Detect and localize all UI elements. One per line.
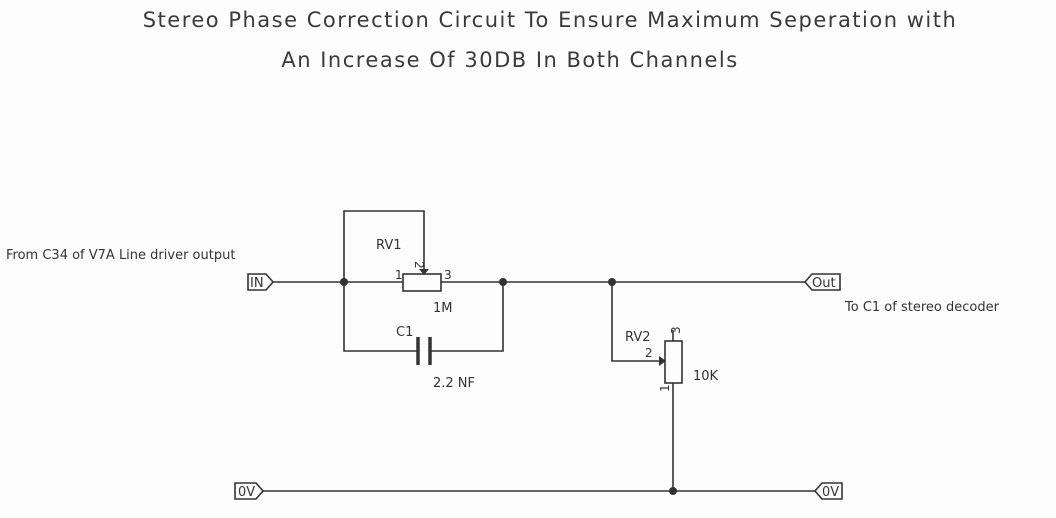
destination-annotation: To C1 of stereo decoder: [844, 300, 1000, 315]
input-port-label: IN: [250, 276, 264, 291]
source-annotation: From C34 of V7A Line driver output: [6, 248, 235, 263]
wire-c1-left: [343, 282, 418, 352]
rv2-value: 10K: [693, 369, 719, 384]
rv1-potentiometer[interactable]: RV1 1M 1 2 3: [376, 238, 453, 316]
wire-c1-right: [430, 282, 504, 352]
c1-capacitor[interactable]: C1 2.2 NF: [396, 325, 475, 391]
rv1-pin-2: 2: [412, 261, 426, 269]
rv2-pin-3: 3: [669, 326, 683, 334]
rv1-value: 1M: [433, 301, 453, 316]
junction-dot: [608, 278, 616, 286]
junction-dot: [669, 487, 677, 495]
junction-dot: [340, 278, 348, 286]
output-port-label: Out: [812, 276, 836, 291]
c1-reference: C1: [396, 325, 413, 340]
rv1-wiper-arrow: [419, 269, 429, 275]
junction-dot: [499, 278, 507, 286]
ground-port-right-label: 0V: [822, 485, 839, 500]
rv1-pin-1: 1: [395, 268, 403, 282]
ground-port-left-label: 0V: [238, 485, 255, 500]
rv1-pin-3: 3: [444, 268, 452, 282]
rv2-wiper-arrow: [659, 356, 666, 366]
input-port[interactable]: IN: [247, 273, 275, 291]
wire-rv1-wiper-loop: [343, 210, 425, 282]
diagram-title-line-1: Stereo Phase Correction Circuit To Ensur…: [142, 8, 958, 32]
ground-port-left[interactable]: 0V: [234, 482, 265, 500]
output-port[interactable]: Out: [803, 273, 841, 291]
ground-port-right[interactable]: 0V: [813, 482, 843, 500]
c1-value: 2.2 NF: [433, 376, 475, 391]
rv2-potentiometer[interactable]: RV2 10K 2 3 1: [625, 326, 719, 392]
diagram-title-line-2: An Increase Of 30DB In Both Channels: [281, 48, 739, 72]
rv2-reference: RV2: [625, 330, 651, 345]
rv1-body: [402, 273, 442, 292]
wire-node3-to-rv2: [611, 282, 660, 362]
rv2-pin-1: 1: [658, 384, 672, 392]
rv2-pin-2: 2: [645, 346, 653, 360]
rv1-reference: RV1: [376, 238, 402, 253]
rv2-body: [664, 340, 683, 384]
